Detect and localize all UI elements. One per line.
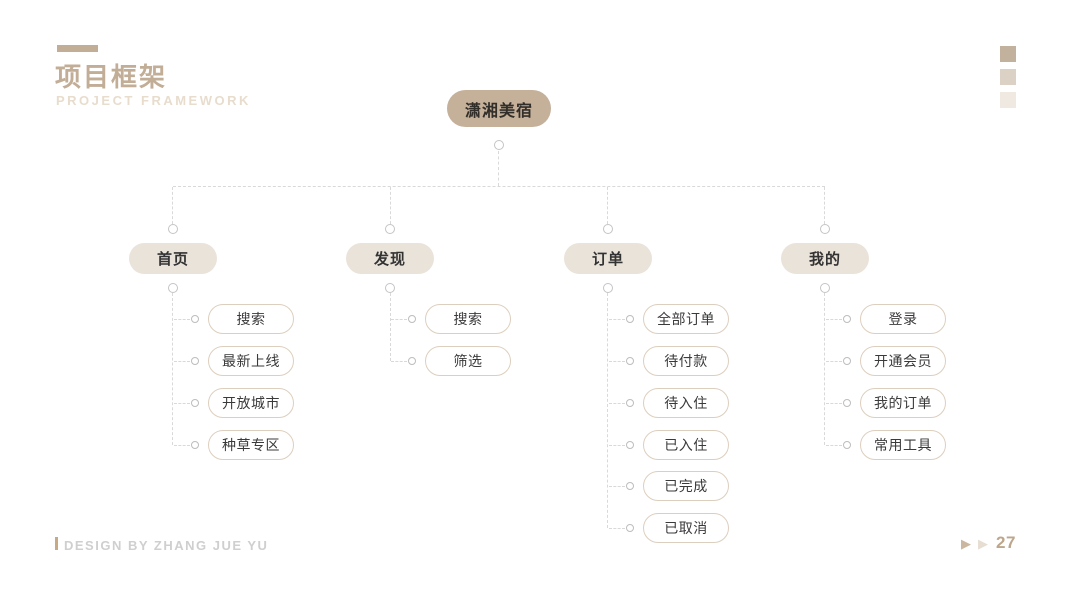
footer-accent-bar [55, 537, 58, 550]
connector-dot [626, 441, 634, 449]
connector-line [391, 319, 407, 320]
tree-root-node: 潇湘美宿 [447, 90, 551, 127]
connector-dot [843, 399, 851, 407]
tree-leaf: 待入住 [643, 388, 729, 418]
tree-leaf: 搜索 [425, 304, 511, 334]
decor-square-icon [1000, 46, 1016, 62]
connector-dot [168, 224, 178, 234]
page-title: 项目框架 [55, 62, 168, 92]
tree-leaf: 搜索 [208, 304, 294, 334]
tree-leaf: 常用工具 [860, 430, 946, 460]
tree-branch-mine: 我的 [781, 243, 869, 274]
tree-leaf: 全部订单 [643, 304, 729, 334]
connector-dot [626, 315, 634, 323]
tree-leaf: 种草专区 [208, 430, 294, 460]
footer-credit: DESIGN BY ZHANG JUE YU [64, 538, 269, 553]
title-accent-bar [57, 45, 98, 52]
tree-leaf: 开通会员 [860, 346, 946, 376]
connector-line [174, 319, 190, 320]
connector-dot [603, 283, 613, 293]
connector-dot [626, 399, 634, 407]
connector-line [391, 361, 407, 362]
connector-dot [626, 357, 634, 365]
connector-dot [385, 283, 395, 293]
tree-leaf: 我的订单 [860, 388, 946, 418]
connector-dot [820, 283, 830, 293]
tree-leaf: 待付款 [643, 346, 729, 376]
connector-line [172, 187, 173, 224]
connector-line [826, 319, 842, 320]
connector-dot [843, 357, 851, 365]
connector-line [824, 293, 825, 445]
connector-dot [626, 524, 634, 532]
connector-line [826, 361, 842, 362]
connector-line [390, 293, 391, 361]
connector-line [609, 319, 625, 320]
connector-dot [191, 357, 199, 365]
connector-dot [385, 224, 395, 234]
connector-dot [191, 399, 199, 407]
tree-leaf: 筛选 [425, 346, 511, 376]
connector-line [390, 187, 391, 224]
connector-line [826, 445, 842, 446]
tree-branch-orders: 订单 [564, 243, 652, 274]
connector-dot [603, 224, 613, 234]
tree-branch-discover: 发现 [346, 243, 434, 274]
page-number: 27 [996, 533, 1016, 552]
connector-line [174, 361, 190, 362]
connector-line [824, 187, 825, 224]
page-arrow-icon: ▶ [961, 536, 971, 551]
connector-line [609, 361, 625, 362]
tree-leaf: 登录 [860, 304, 946, 334]
connector-dot [408, 315, 416, 323]
connector-line [609, 403, 625, 404]
connector-dot [191, 441, 199, 449]
connector-dot [626, 482, 634, 490]
connector-dot [820, 224, 830, 234]
connector-line [174, 403, 190, 404]
connector-dot [494, 140, 504, 150]
connector-line [172, 293, 173, 445]
tree-leaf: 开放城市 [208, 388, 294, 418]
connector-dot [408, 357, 416, 365]
connector-line [174, 445, 190, 446]
connector-dot [843, 315, 851, 323]
tree-leaf: 已取消 [643, 513, 729, 543]
connector-line [498, 151, 499, 186]
connector-line [609, 486, 625, 487]
connector-line [826, 403, 842, 404]
page-subtitle: PROJECT FRAMEWORK [56, 93, 251, 108]
tree-leaf: 已完成 [643, 471, 729, 501]
connector-dot [168, 283, 178, 293]
tree-branch-home: 首页 [129, 243, 217, 274]
connector-line [607, 293, 608, 528]
connector-line [173, 186, 825, 187]
decor-square-icon [1000, 92, 1016, 108]
connector-line [609, 528, 625, 529]
decor-square-icon [1000, 69, 1016, 85]
connector-line [609, 445, 625, 446]
connector-dot [843, 441, 851, 449]
tree-leaf: 最新上线 [208, 346, 294, 376]
connector-dot [191, 315, 199, 323]
connector-line [607, 187, 608, 224]
page-arrow-icon: ▶ [978, 536, 988, 551]
tree-leaf: 已入住 [643, 430, 729, 460]
